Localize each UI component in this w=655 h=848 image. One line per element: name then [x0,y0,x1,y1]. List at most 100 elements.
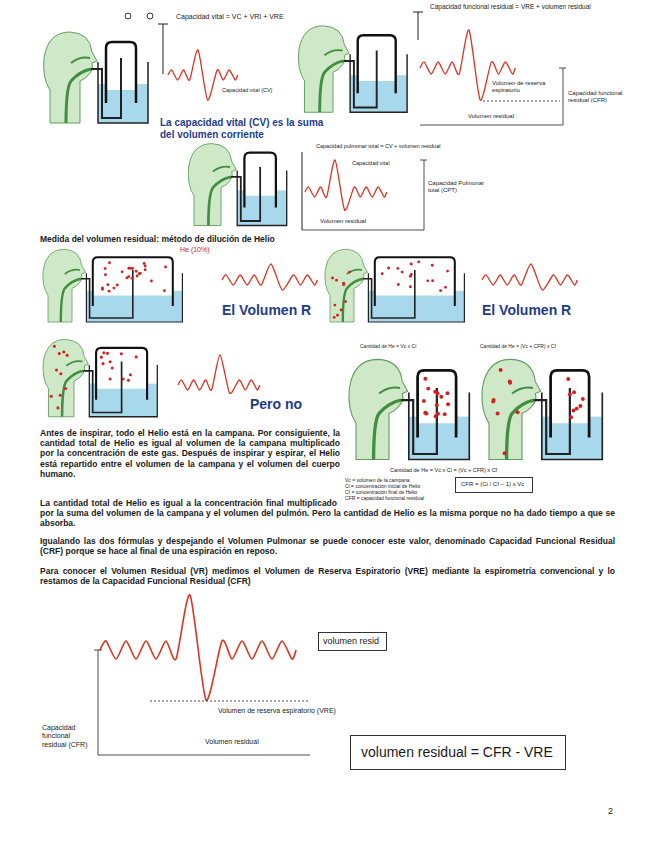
guide-line [418,12,419,40]
guide-line [302,230,424,231]
spirometer-figure [482,359,602,459]
slide-caption: El Volumen R [482,302,571,319]
helium-dot [426,279,429,282]
graph-label: Capacidad vital [352,160,390,167]
helium-dot [435,403,439,407]
helium-dot [127,379,130,382]
head [188,144,236,226]
guide-line [483,101,560,102]
helium-dot [496,411,500,415]
graph-label: Capacidad vital (CV) [222,87,272,94]
formula-box: CFR = (Ci / Cf − 1) x Vc [455,477,533,493]
bell [106,42,136,103]
slide-caption: La capacidad vital (CV) es la suma del v… [160,117,340,141]
helium-dot [568,392,572,396]
helium-dot [417,260,420,263]
spirogram-trace [100,595,296,701]
helium-dot [104,267,107,270]
breathing-tube [81,270,133,318]
guide-line [150,701,310,702]
guide-line [163,24,164,74]
helium-dot [56,406,59,409]
helium-dot [129,373,132,376]
helium-dot [113,287,116,290]
helium-dot [401,271,404,274]
helium-dot [387,267,390,270]
helium-dot [135,270,138,273]
helium-dot [129,267,132,270]
small-circle [147,13,153,19]
airway [320,61,344,112]
nasal-cavity [347,270,362,274]
definition-text: Ci = concentración inicial de Helio [345,483,420,489]
helium-dot [55,368,58,371]
head [298,26,349,112]
helium-dot [446,270,449,273]
float-spacer [337,498,615,508]
helium-dot [410,263,413,266]
spirometer-figure [349,359,469,459]
helium-dot [439,289,442,292]
helium-dot [58,352,61,355]
helium-dot [335,279,338,282]
bell [375,257,455,306]
formula-text: Cantidad de He = (Vc + CFR) x Cf [480,343,556,349]
formula-box: volumen residual = CFR - VRE [350,735,566,770]
graph-label: Capacidad funcional residual (CFR) [42,724,94,749]
helium-dot [431,264,434,267]
spirometer-figure [298,26,407,112]
helium-dot [499,368,503,372]
formula-text: Cantidad de He = Vc x Ci [360,343,416,349]
nasal-cavity [71,58,90,63]
helium-dot [581,397,585,401]
helium-dot [109,377,112,380]
spirometer-figure [44,32,148,123]
box-text: volumen residual = CFR - VRE [361,744,555,761]
helium-dot [120,352,123,355]
definition-text: Vc = volumen de la campana [345,477,410,483]
formula-text: Capacidad vital = VC + VRI + VRE [176,13,284,21]
head [43,249,86,322]
spirometer-figure [188,144,286,226]
helium-dot [106,352,109,355]
helium-dot [59,394,62,397]
guide-line [98,755,310,756]
guide-line [413,12,423,13]
head [482,359,541,459]
helium-dot [409,285,412,288]
spirogram-trace [482,264,577,290]
guide-line [302,152,303,230]
helium-dot [444,286,447,289]
graph-label: Capacidad Pulmonar total (CPT) [428,180,486,194]
tank [86,273,182,322]
helium-dot [100,356,103,359]
box-text: volumen resid [323,636,382,647]
body-paragraph: Igualando las dos fórmulas y despejando … [40,536,615,556]
airway [61,279,81,322]
helium-dot [508,381,512,385]
helium-dot [121,270,124,273]
airway [66,69,91,123]
helium-dot [431,279,434,282]
helium-dot [333,316,336,319]
guide-line [559,68,566,69]
page-number: 2 [608,806,613,817]
helium-dot [575,407,579,411]
helium-dot [434,414,438,418]
guide-line [98,650,99,755]
helium-dot [446,402,450,406]
box-text: CFR = (Ci / Cf − 1) x Vc [461,481,527,488]
formula-text: Capacidad pulmonar total = CV + volumen … [316,143,440,150]
helium-dot [62,350,65,353]
graph-label: Volumen residual [468,113,514,120]
helium-dot [396,267,399,270]
section-heading: Medida del volumen residual: método de d… [40,234,275,244]
helium-dot [122,377,125,380]
nasal-cavity [324,50,342,55]
guide-line [158,24,168,25]
guide-line [420,125,563,126]
helium-dot [102,362,105,365]
helium-dot [397,283,400,286]
breathing-tube [363,270,415,318]
